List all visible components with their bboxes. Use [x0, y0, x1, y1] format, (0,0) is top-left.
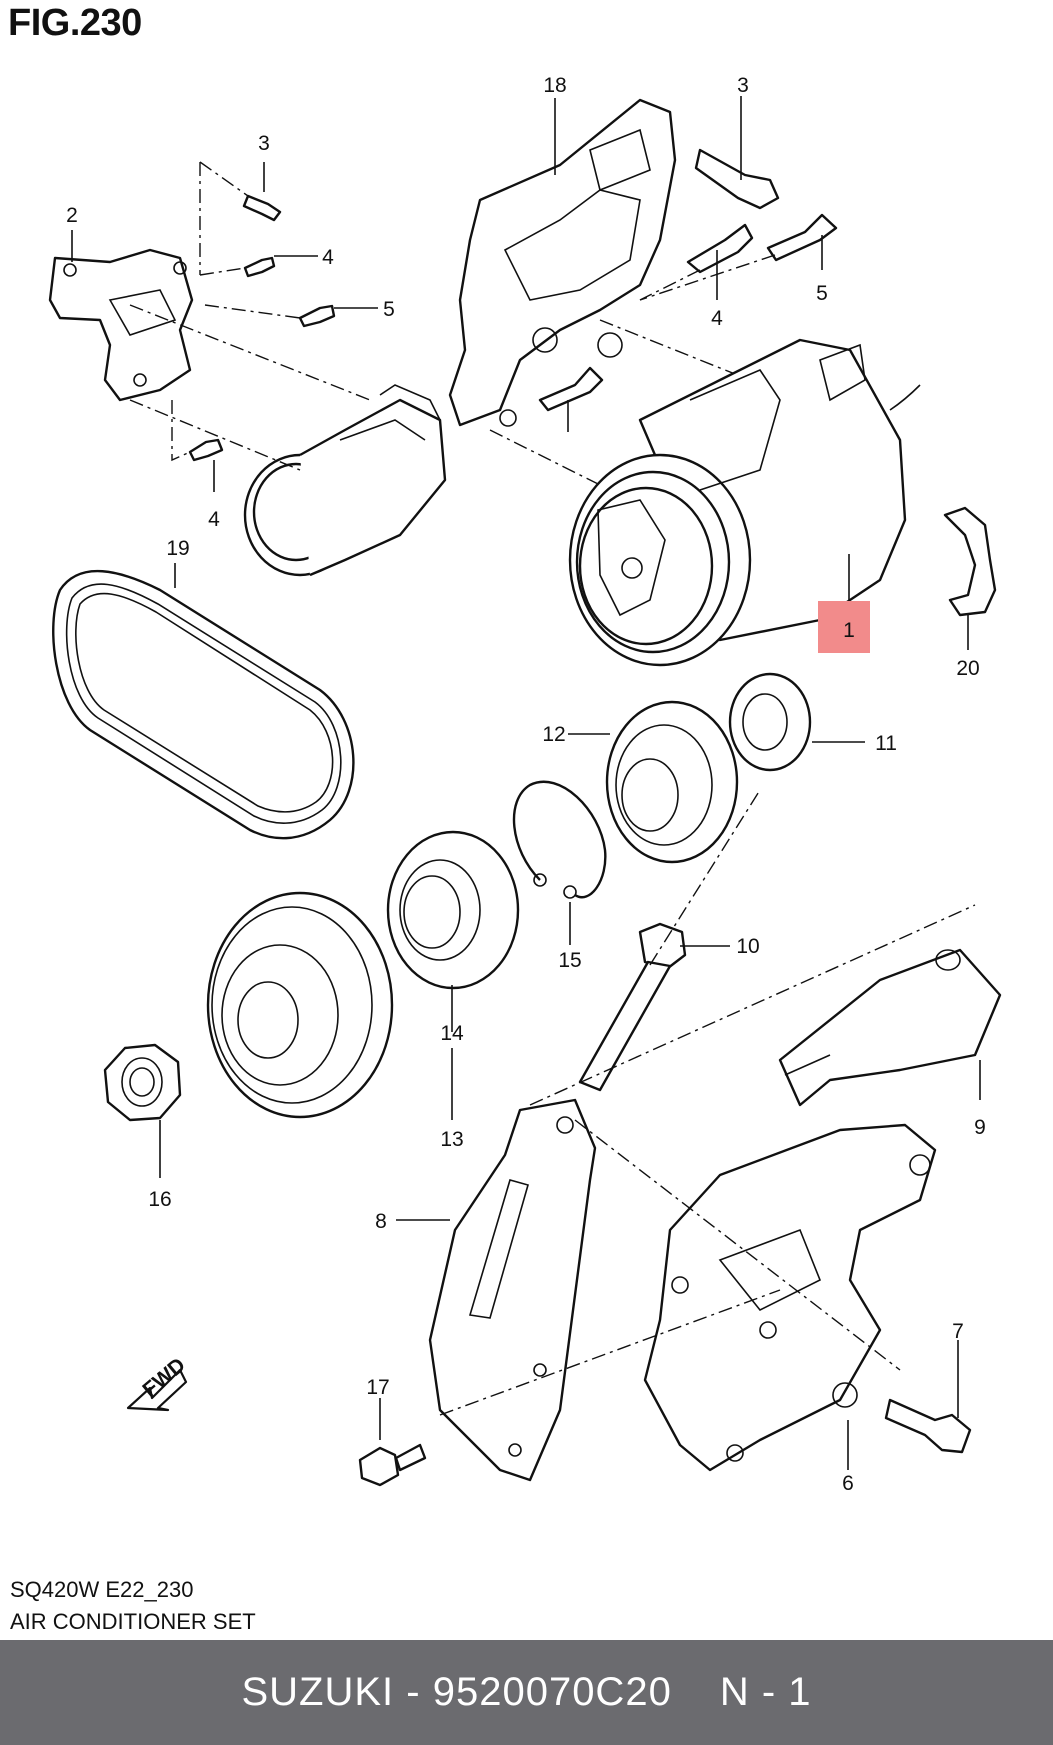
bolts-right-drawing — [538, 148, 838, 412]
clip-20-drawing — [943, 506, 997, 617]
set-name: AIR CONDITIONER SET — [10, 1609, 256, 1634]
bolt-7-drawing — [884, 1398, 972, 1454]
callout-14: 14 — [440, 1022, 464, 1045]
callout-2: 2 — [66, 204, 78, 227]
callout-19: 19 — [166, 537, 189, 560]
callout-4-right: 4 — [711, 307, 723, 330]
compressor-small-drawing — [243, 384, 447, 577]
callout-5-right: 5 — [816, 282, 828, 305]
seal-11-drawing — [728, 672, 812, 772]
bracket-6-drawing — [643, 1123, 937, 1472]
footer-bar: SUZUKI - 9520070C20 N - 1 — [0, 1640, 1053, 1745]
belt-19-drawing — [52, 569, 355, 840]
leader-lines — [71, 96, 981, 1470]
fwd-arrow-icon: FWD — [126, 1353, 190, 1412]
lower-dash-lines — [439, 789, 976, 1416]
bolt-10-drawing — [578, 922, 687, 1092]
callout-labels: 1 2 3 3 4 4 4 5 5 6 7 8 9 10 11 12 13 14… — [66, 74, 986, 1495]
upper-right-dash-lines — [489, 254, 801, 486]
quantity-text: N - 1 — [719, 1670, 812, 1714]
callout-15: 15 — [558, 949, 581, 972]
callout-5-left: 5 — [383, 298, 395, 321]
small-bolts-drawing — [188, 194, 336, 462]
bearing-14-drawing — [386, 830, 520, 990]
callout-3-right: 3 — [737, 74, 749, 97]
shaft-9-drawing — [778, 948, 1002, 1107]
callout-11: 11 — [875, 732, 897, 755]
callout-8: 8 — [375, 1210, 387, 1233]
callout-6: 6 — [842, 1472, 854, 1495]
bracket-18-drawing — [448, 98, 677, 427]
figure-title: FIG.230 — [8, 2, 142, 44]
callout-10: 10 — [736, 935, 759, 958]
snap-ring-15-drawing — [512, 780, 607, 899]
callout-13: 13 — [440, 1128, 463, 1151]
pulley-13-drawing — [206, 891, 394, 1119]
callout-4-upper: 4 — [322, 246, 334, 269]
callout-1: 1 — [843, 619, 855, 642]
compressor-1-drawing — [568, 338, 921, 667]
callout-4-lower: 4 — [208, 508, 220, 531]
callout-12: 12 — [542, 723, 565, 746]
model-code: SQ420W E22_230 — [10, 1577, 194, 1602]
callout-20: 20 — [956, 657, 979, 680]
callout-17: 17 — [366, 1376, 389, 1399]
highlight-box — [818, 601, 870, 653]
callout-7: 7 — [952, 1320, 964, 1343]
bracket-2-drawing — [48, 248, 194, 402]
upper-left-dash-lines — [129, 161, 371, 471]
nut-16-drawing — [103, 1043, 182, 1122]
bracket-8-drawing — [428, 1098, 597, 1482]
callout-9: 9 — [974, 1116, 986, 1139]
parts-diagram: FWD 1 2 — [48, 74, 1002, 1495]
part-number-text: SUZUKI - 9520070C20 — [241, 1670, 672, 1714]
callout-16: 16 — [148, 1188, 171, 1211]
callout-3-left: 3 — [258, 132, 270, 155]
callout-18: 18 — [543, 74, 566, 97]
pulley-12-drawing — [605, 700, 739, 864]
bolt-17-drawing — [358, 1443, 427, 1487]
